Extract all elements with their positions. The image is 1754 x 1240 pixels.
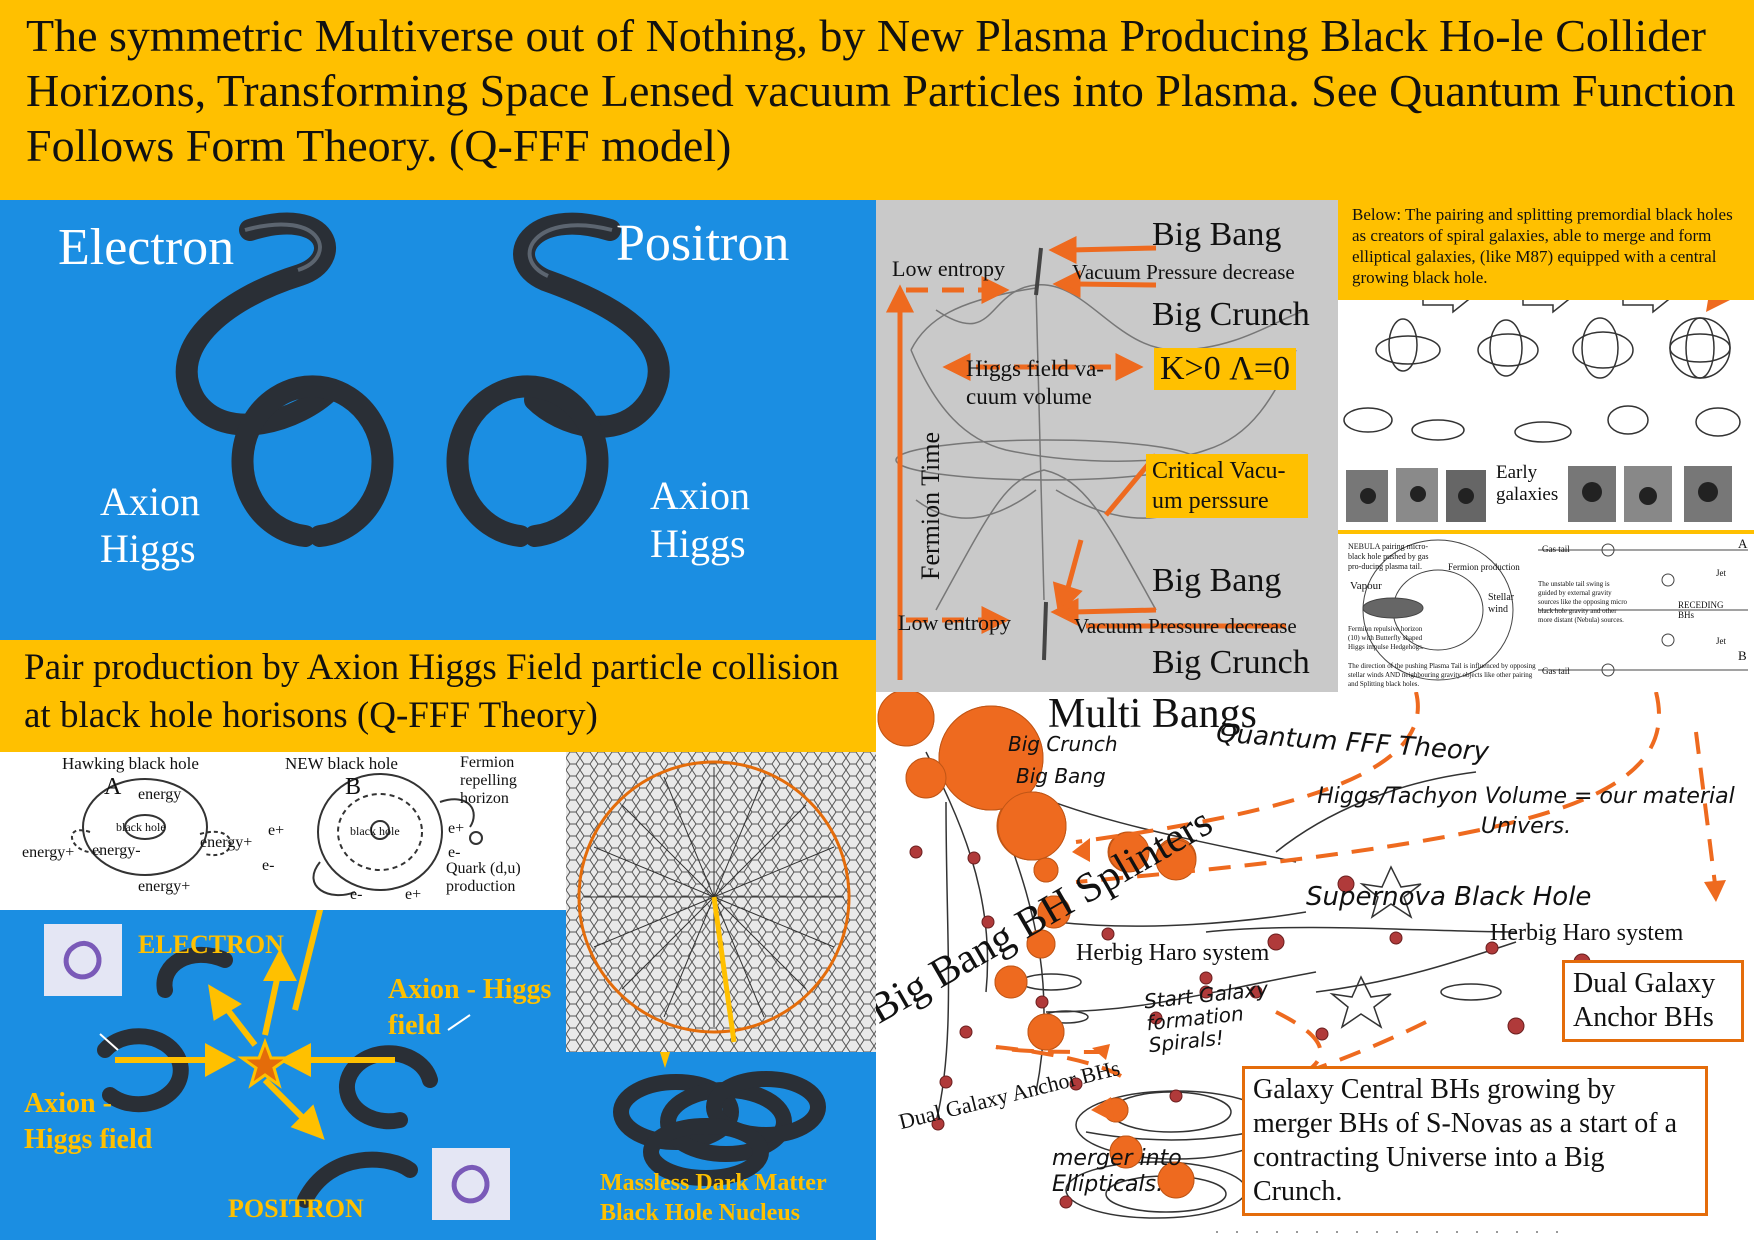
fermion-time-label: Fermion Time <box>916 431 945 580</box>
energy-4: energy- <box>92 842 141 859</box>
vacuum-pressure-2: Vacuum Pressure decrease <box>1074 614 1297 638</box>
massless-dark-matter-label: Massless Dark Matter Black Hole Nucleus <box>600 1170 827 1226</box>
big-crunch-1: Big Crunch <box>1152 296 1310 333</box>
axion-higgs-ring-right <box>446 375 609 547</box>
lattice-panel <box>566 752 876 1052</box>
knot-image-top <box>44 924 122 996</box>
collision-star-icon <box>237 1037 293 1089</box>
nebula-label: NEBULA pairing micro-black hole pushed b… <box>1348 542 1429 571</box>
lattice-illustration <box>566 752 876 1052</box>
e-plus-2: e+ <box>448 820 465 837</box>
higgs-label-left: Higgs <box>100 526 196 571</box>
energy-3: energy+ <box>200 834 253 851</box>
hawking-label: Hawking black hole <box>62 754 199 773</box>
dark-matter-nucleus-panel: Massless Dark Matter Black Hole Nucleus <box>566 1052 876 1240</box>
rings-illustration <box>175 212 670 547</box>
unstable-tail-label: The unstable tail swing is guided by ext… <box>1538 580 1628 624</box>
black-hole-diagram <box>70 773 483 897</box>
k-lambda-badge: K>0 Λ=0 <box>1154 348 1297 390</box>
vapour-label: Vapour <box>1350 580 1382 592</box>
big-crunch-handwritten: Big Crunch <box>1008 732 1118 756</box>
big-bang-1: Big Bang <box>1152 216 1282 253</box>
galaxy-caption-band <box>1338 200 1754 300</box>
fermion-horizon-label: Fermion repelling horizon <box>460 754 517 807</box>
early-galaxies-label: Early galaxies <box>1496 462 1559 505</box>
herbig-haro-1: Herbig Haro system <box>1076 940 1270 966</box>
e-plus-3: e+ <box>405 886 422 903</box>
pair-production-caption-panel: Pair production by Axion Higgs Field par… <box>0 640 876 752</box>
supernova-handwritten: Supernova Black Hole <box>1306 882 1592 912</box>
multi-bangs-title: Multi Bangs <box>1048 692 1257 737</box>
black-hole-a-label: black hole <box>116 820 166 834</box>
axion-label-left: Axion <box>100 479 200 524</box>
higgs-label-right: Higgs <box>650 521 746 566</box>
positron-caps-label: POSITRON <box>228 1194 364 1223</box>
energy-5: energy+ <box>138 878 191 895</box>
fermion-production-label: Fermion production <box>1448 562 1520 572</box>
new-black-hole-label: NEW black hole <box>285 754 398 773</box>
axion-label-right: Axion <box>650 473 750 518</box>
positron-label: Positron <box>616 215 790 272</box>
dual-galaxy-box: Dual Galaxy Anchor BHs <box>1562 960 1744 1042</box>
big-crunch-2: Big Crunch <box>1152 644 1310 681</box>
title-band <box>0 0 1754 200</box>
page-title: The symmetric Multiverse out of Nothing,… <box>26 10 1736 171</box>
higgs-field-label: Higgs field va-cuum volume <box>966 356 1104 409</box>
big-bang-handwritten: Big Bang <box>1016 764 1106 788</box>
multi-bangs-illustration <box>877 692 1726 1233</box>
e-minus-2: e- <box>448 844 461 861</box>
label-b: B <box>345 774 362 800</box>
merger-ellipticals-handwritten: merger into Ellipticals. <box>1052 1146 1182 1197</box>
label-a: A <box>104 774 122 800</box>
hawking-black-hole-sketch: Hawking black hole NEW black hole A B bl… <box>0 752 566 910</box>
critical-vacuum-badge: Critical Vacu-um perssure <box>1146 454 1308 518</box>
knot-image-bottom <box>432 1148 510 1220</box>
e-minus-3: e- <box>350 886 363 903</box>
galaxy-formation-panel: Below: The pairing and splitting premord… <box>1338 200 1754 692</box>
energy-1: energy <box>138 786 182 803</box>
label-gal-b: B <box>1738 648 1747 663</box>
nucleus-rings-illustration <box>613 1052 826 1186</box>
e-plus-1: e+ <box>268 822 285 839</box>
higgs-tachyon-handwritten: Higgs/Tachyon Volume = our material Univ… <box>1317 784 1735 839</box>
electron-positron-photo-panel: Electron Positron Axion Higgs Axion Higg… <box>0 200 876 640</box>
pair-production-caption: Pair production by Axion Higgs Field par… <box>24 647 839 736</box>
big-bang-2: Big Bang <box>1152 562 1282 599</box>
receding-bhs-label: RECEDING BHs <box>1678 600 1724 620</box>
universe-cycle-sketch: Big Bang Low entropy Vacuum Pressure dec… <box>876 200 1338 692</box>
multi-bangs-sketch: Multi Bangs Big Crunch Big Bang Quantum … <box>876 692 1754 1240</box>
pair-collision-illustration <box>44 910 510 1220</box>
axion-higgs-ring-left <box>231 375 394 547</box>
electron-label: Electron <box>58 219 235 276</box>
label-gal-a: A <box>1738 536 1748 551</box>
jet-2: Jet <box>1716 636 1726 646</box>
axion-higgs-field-left-label: Axion - Higgs field <box>24 1088 153 1155</box>
jet-1: Jet <box>1716 568 1726 578</box>
herbig-haro-2: Herbig Haro system <box>1490 920 1684 946</box>
vacuum-pressure-1: Vacuum Pressure decrease <box>1072 260 1295 284</box>
gas-tail-2: Gas tail <box>1542 666 1570 676</box>
axion-higgs-field-right-label: Axion - Higgs field <box>388 974 552 1041</box>
quark-production-label: Quark (d,u) production <box>446 860 521 895</box>
central-bh-box: Galaxy Central BHs growing by merger BHs… <box>1242 1066 1708 1216</box>
e-minus-1: e- <box>262 857 275 874</box>
energy-2: energy+ <box>22 844 75 861</box>
stellar-wind-label: Stellar wind <box>1488 592 1515 615</box>
low-entropy-1: Low entropy <box>892 256 1006 281</box>
low-entropy-2: Low entropy <box>898 610 1012 635</box>
tail-direction-label: The direction of the pushing Plasma Tail… <box>1348 662 1536 688</box>
black-hole-b-label: black hole <box>350 824 400 838</box>
gas-tail-1: Gas tail <box>1542 544 1570 554</box>
fermion-repulsive-label: Fermion repulsive horizon (10) with Butt… <box>1348 625 1424 651</box>
electron-caps-label: ELECTRON <box>138 930 284 959</box>
pair-collision-panel: ELECTRON POSITRON Axion - Higgs field Ax… <box>0 910 566 1240</box>
galaxy-caption: Below: The pairing and splitting premord… <box>1352 205 1733 287</box>
